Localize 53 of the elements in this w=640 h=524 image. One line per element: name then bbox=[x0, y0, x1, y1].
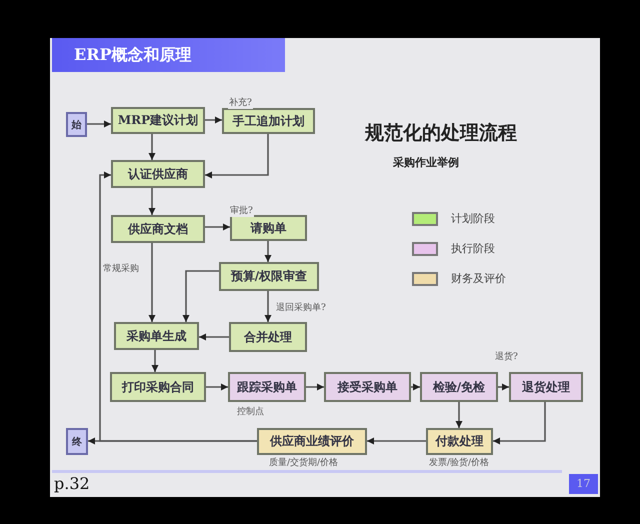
process-box: 检验/免检 bbox=[420, 372, 498, 402]
process-box: 接受采购单 bbox=[324, 372, 411, 402]
process-box: MRP建议计划 bbox=[111, 107, 205, 134]
arrow bbox=[148, 188, 156, 215]
process-box: 跟踪采购单 bbox=[228, 372, 306, 402]
slide-number: 17 bbox=[569, 474, 598, 494]
edge-label: 补充? bbox=[228, 96, 253, 109]
arrow bbox=[152, 350, 158, 372]
process-box: 付款处理 bbox=[426, 428, 493, 455]
legend-label: 财务及评价 bbox=[451, 271, 506, 286]
arrow bbox=[306, 384, 324, 390]
diagram-heading: 规范化的处理流程 bbox=[365, 121, 517, 146]
process-box: 打印采购合同 bbox=[110, 372, 206, 402]
edge-label: 退回采购单? bbox=[275, 301, 327, 314]
process-box: 手工追加计划 bbox=[222, 108, 315, 134]
arrow bbox=[498, 384, 509, 390]
arrow bbox=[87, 120, 111, 128]
arrow bbox=[367, 438, 426, 444]
arrow bbox=[456, 402, 462, 428]
process-box: 退货处理 bbox=[509, 372, 583, 402]
arrow bbox=[99, 172, 257, 442]
process-box: 供应商文档 bbox=[111, 215, 205, 243]
node-note: 控制点 bbox=[236, 405, 265, 418]
arrow bbox=[264, 241, 272, 262]
arrow bbox=[411, 384, 420, 390]
arrow bbox=[205, 134, 269, 178]
arrow bbox=[205, 224, 230, 230]
arrow bbox=[205, 116, 222, 124]
process-box: 合并处理 bbox=[229, 322, 307, 352]
diagram-subheading: 采购作业举例 bbox=[393, 155, 459, 170]
page-number: p.32 bbox=[54, 474, 90, 493]
arrow bbox=[206, 384, 228, 390]
arrow bbox=[148, 134, 156, 160]
edge-label: 常规采购 bbox=[102, 262, 140, 275]
terminal-box: 终 bbox=[66, 428, 88, 455]
legend-label: 执行阶段 bbox=[451, 241, 495, 256]
node-note: 发票/验货/价格 bbox=[428, 456, 490, 469]
arrow bbox=[148, 243, 156, 322]
process-box: 供应商业绩评价 bbox=[257, 428, 367, 455]
arrow bbox=[199, 334, 229, 340]
arrow bbox=[182, 270, 219, 322]
node-note: 质量/交货期/价格 bbox=[268, 456, 340, 469]
terminal-box: 始 bbox=[66, 112, 87, 137]
process-box: 预算/权限审查 bbox=[219, 262, 319, 291]
process-box: 认证供应商 bbox=[111, 160, 205, 188]
arrow bbox=[493, 402, 546, 444]
edge-label: 退货? bbox=[494, 350, 519, 363]
arrow bbox=[264, 291, 272, 322]
title-bar: ERP概念和原理 bbox=[52, 38, 285, 72]
process-box: 采购单生成 bbox=[114, 322, 199, 350]
legend-label: 计划阶段 bbox=[451, 211, 495, 226]
edge-label: 审批? bbox=[229, 204, 254, 217]
process-box: 请购单 bbox=[230, 215, 307, 241]
